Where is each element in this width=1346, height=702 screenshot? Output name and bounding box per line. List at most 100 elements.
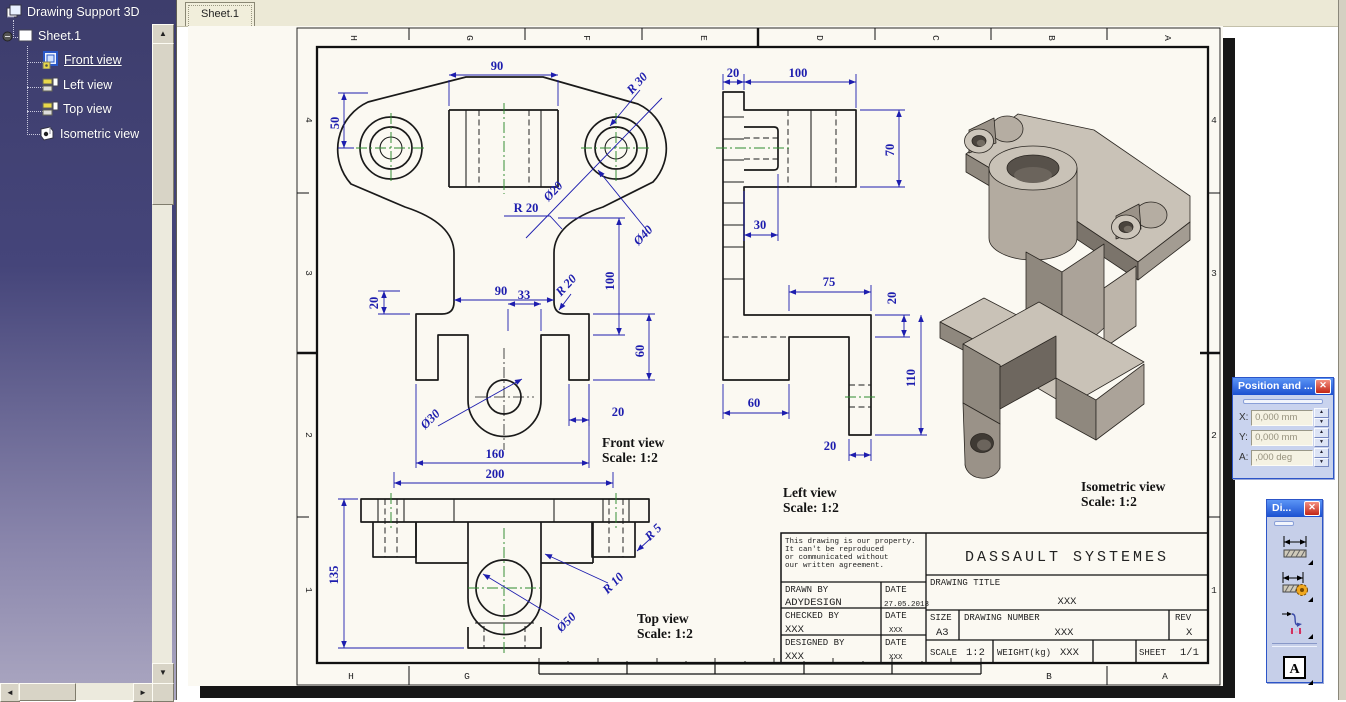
scroll-down-button[interactable]: ▼	[152, 663, 174, 684]
tree-connector	[13, 20, 14, 38]
zone-letter: D	[814, 35, 825, 41]
field-label: DATE	[885, 638, 907, 648]
tree-item-sheet[interactable]: Sheet.1	[18, 28, 81, 44]
view-scale: Scale: 1:2	[783, 500, 839, 515]
y-coordinate-field[interactable]: 0,000 mm	[1251, 429, 1313, 446]
tree-item-top-view[interactable]: Top view	[42, 101, 112, 117]
x-spinner[interactable]: ▲▼	[1314, 408, 1329, 427]
dim-text: R 5	[641, 521, 664, 544]
tree-item-label: Sheet.1	[38, 29, 82, 43]
left-view-icon	[42, 77, 59, 92]
dim-text: 60	[633, 345, 647, 358]
dim-text: R 30	[623, 69, 651, 97]
re-route-dimension-button[interactable]	[1275, 604, 1315, 640]
toolbar-title: Di...	[1272, 502, 1292, 514]
spin-up-icon[interactable]: ▲	[1314, 408, 1329, 418]
spin-up-icon[interactable]: ▲	[1314, 448, 1329, 458]
spin-down-icon[interactable]: ▼	[1314, 417, 1329, 427]
dim-text: 70	[883, 144, 897, 157]
position-palette: Position and ... ✕ X: 0,000 mm ▲▼ Y: 0,0…	[1232, 377, 1334, 479]
sheet-svg: H G F E D C B A H G B A 4 3 2 1 4 3 2 1	[296, 27, 1221, 686]
dim-text: 20	[727, 66, 740, 80]
scrollbar-corner	[152, 683, 174, 702]
front-view: 90 50 R 30 Ø20 Ø40 R 20 90 20 33	[328, 59, 668, 488]
dim-text: 60	[748, 396, 761, 410]
sheet-tab-bar	[177, 0, 1339, 27]
dim-text: 135	[327, 566, 341, 585]
tree-item-left-view[interactable]: Left view	[42, 77, 112, 93]
text-annotation-button[interactable]: A	[1275, 650, 1315, 686]
dimensioning-toolbar: Di... ✕	[1266, 499, 1323, 686]
palette-title: Position and ...	[1238, 380, 1313, 392]
tab-sheet1[interactable]: Sheet.1	[185, 2, 255, 26]
notice-text: or communicated without	[785, 554, 889, 562]
zone-number: 4	[1211, 115, 1217, 126]
tree-item-isometric-view[interactable]: Isometric view	[38, 125, 139, 142]
close-icon[interactable]: ✕	[1315, 379, 1331, 394]
x-coordinate-field[interactable]: 0,000 mm	[1251, 409, 1313, 426]
field-label: CHECKED BY	[785, 611, 840, 621]
field-value: X	[1186, 627, 1193, 639]
top-view: 135 R 5 R 10 Ø50 Top view Scale: 1:2	[327, 493, 693, 655]
tree-item-label: Front view	[64, 53, 122, 67]
spin-up-icon[interactable]: ▲	[1314, 428, 1329, 438]
tree-expand-node[interactable]	[2, 31, 13, 42]
scroll-left-button[interactable]: ◄	[0, 683, 20, 702]
angle-field[interactable]: ,000 deg	[1251, 449, 1313, 466]
tab-focus-outline	[188, 5, 252, 26]
field-label: SCALE	[930, 648, 957, 658]
scroll-right-button[interactable]: ►	[133, 683, 153, 702]
dim-text: 20	[824, 439, 837, 453]
zone-letter: G	[464, 671, 470, 682]
dim-text: 200	[486, 467, 505, 481]
zone-letter: B	[1046, 671, 1052, 682]
zone-letter: A	[1162, 35, 1173, 41]
zone-letter: H	[348, 35, 359, 41]
tree-connector	[13, 37, 20, 38]
dropdown-corner-icon[interactable]	[1307, 680, 1313, 685]
y-spinner[interactable]: ▲▼	[1314, 428, 1329, 447]
left-view-dimensions: 20 100 70 30 75 20 110 60	[722, 66, 927, 461]
window-right-edge	[1338, 0, 1346, 700]
dim-text: 90	[491, 59, 504, 73]
field-label: WEIGHT(kg)	[997, 648, 1051, 658]
scroll-up-button[interactable]: ▲	[152, 24, 174, 45]
dim-text: Ø50	[553, 609, 579, 635]
vertical-scrollbar-thumb[interactable]	[152, 43, 174, 205]
tree-item-root[interactable]: Drawing Support 3D	[5, 3, 140, 20]
dim-text: 50	[328, 117, 342, 130]
toolbar-grip[interactable]	[1274, 521, 1294, 526]
view-label: Front view	[602, 435, 665, 450]
zone-letter: H	[348, 671, 354, 682]
close-icon[interactable]: ✕	[1304, 501, 1320, 516]
dim-text: 100	[603, 272, 617, 291]
horizontal-scrollbar-thumb[interactable]	[19, 683, 76, 701]
dim-text: R 10	[599, 569, 627, 597]
dropdown-corner-icon[interactable]	[1307, 597, 1313, 602]
dimensioning-toolbar-titlebar[interactable]: Di... ✕	[1267, 500, 1322, 517]
view-scale: Scale: 1:2	[637, 626, 693, 641]
dimensions-button[interactable]	[1275, 530, 1315, 566]
sheet-frame: H G F E D C B A H G B A 4 3 2 1 4 3 2 1	[296, 27, 1221, 686]
dropdown-corner-icon[interactable]	[1307, 634, 1313, 639]
tree-connector	[27, 62, 43, 63]
dim-text: 20	[367, 297, 381, 310]
tree-item-label: Left view	[63, 78, 113, 92]
constraints-in-dialog-button[interactable]	[1275, 567, 1315, 603]
tab-label: Sheet.1	[201, 8, 239, 20]
spin-down-icon[interactable]: ▼	[1314, 457, 1329, 467]
position-palette-titlebar[interactable]: Position and ... ✕	[1233, 378, 1333, 395]
spin-down-icon[interactable]: ▼	[1314, 437, 1329, 447]
zone-number: 1	[303, 587, 314, 593]
field-label: DESIGNED BY	[785, 638, 845, 648]
field-label: DRAWING TITLE	[930, 578, 1000, 588]
field-value: ADYDESIGN	[785, 597, 842, 609]
angle-spinner[interactable]: ▲▼	[1314, 448, 1329, 467]
tree-connector	[27, 134, 40, 135]
dim-text: 100	[789, 66, 808, 80]
palette-grip[interactable]	[1243, 399, 1323, 404]
tree-item-front-view[interactable]: Front view	[42, 51, 122, 69]
tree-connector	[27, 46, 28, 135]
zone-number: 2	[1211, 430, 1217, 441]
dropdown-corner-icon[interactable]	[1307, 560, 1313, 565]
